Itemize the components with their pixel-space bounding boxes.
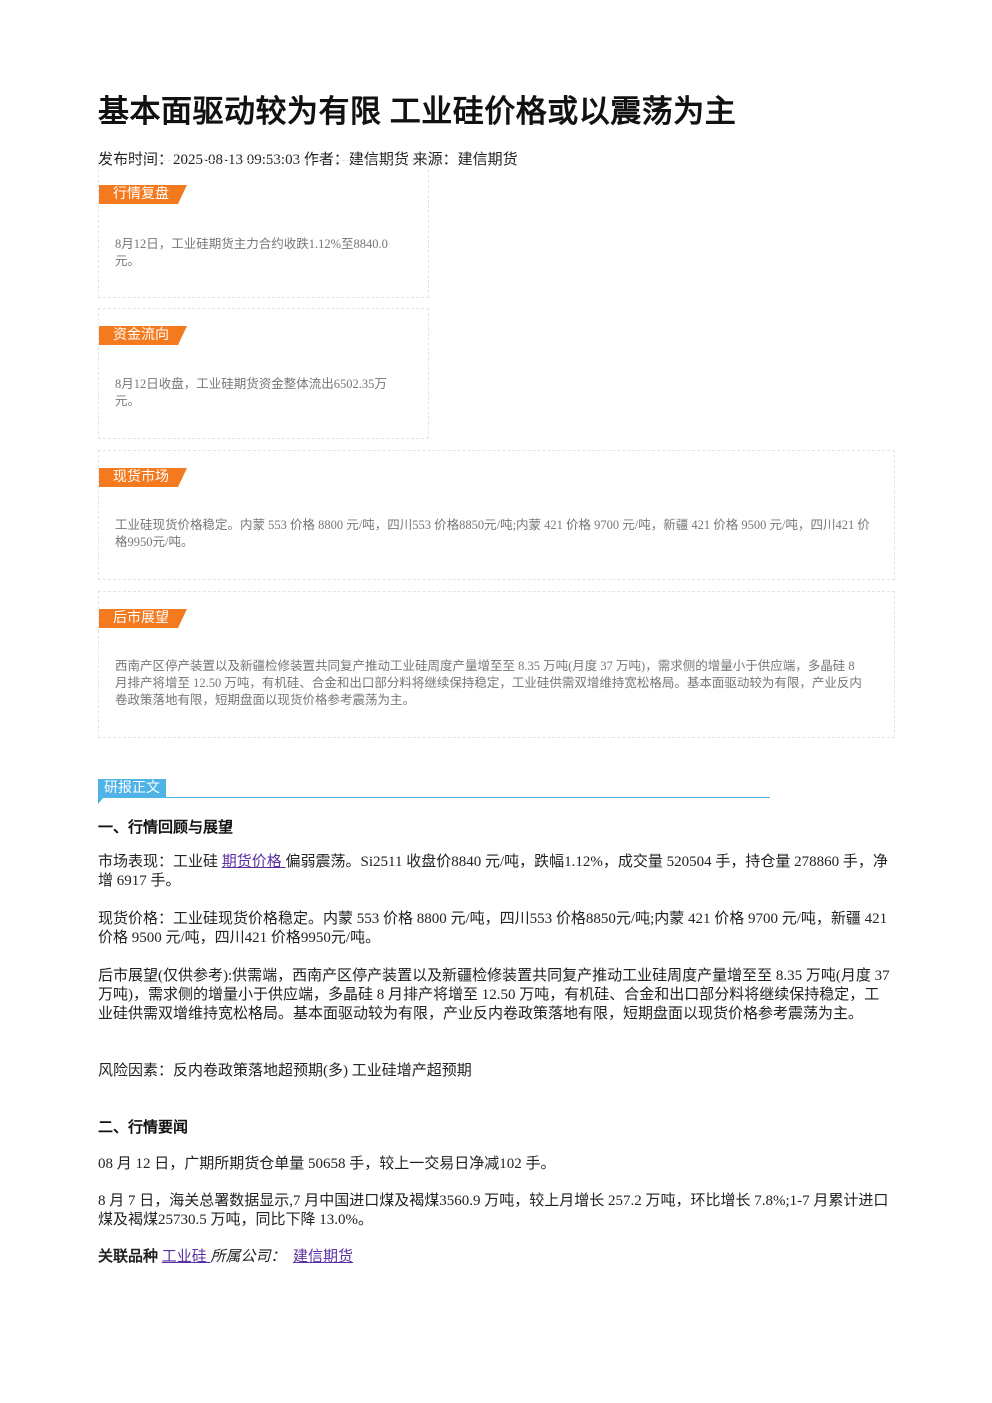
section-text: 工业硅现货价格稳定。内蒙 553 价格 8800 元/吨，四川553 价格885… (115, 518, 870, 549)
article-title: 基本面驱动较为有限 工业硅价格或以震荡为主 (98, 94, 737, 129)
paragraph-outlook: 后市展望(仅供参考):供需端，西南产区停产装置以及新疆检修装置共同复产推动工业硅… (98, 968, 890, 1022)
section-tag: 后市展望 (99, 609, 187, 628)
paragraph-spot: 现货价格：工业硅现货价格稳定。内蒙 553 价格 8800 元/吨，四川553 … (98, 911, 888, 946)
section-tag: 资金流向 (99, 326, 187, 345)
section-tag: 行情复盘 (99, 185, 187, 204)
spot-market-box: 现货市场 工业硅现货价格稳定。内蒙 553 价格 8800 元/吨，四川553 … (98, 450, 895, 580)
section-text: 西南产区停产装置以及新疆检修装置共同复产推动工业硅周度产量增至至 8.35 万吨… (115, 659, 862, 707)
section-text: 8月12日，工业硅期货主力合约收跌1.12%至8840.0元。 (115, 237, 388, 268)
report-tag: 研报正文 (98, 779, 166, 797)
related-row: 关联品种 工业硅 所属公司： 建信期货 (98, 1245, 353, 1266)
heading-news: 二、行情要闻 (98, 1120, 189, 1136)
paragraph-customs: 8 月 7 日，海关总署数据显示,7 月中国进口煤及褐煤3560.9 万吨，较上… (98, 1193, 889, 1228)
related-product-link[interactable]: 工业硅 (161, 1249, 211, 1265)
paragraph-risk: 风险因素：反内卷政策落地超预期(多) 工业硅增产超预期 (98, 1063, 472, 1079)
company-link[interactable]: 建信期货 (293, 1249, 354, 1265)
market-review-box: 行情复盘 8月12日，工业硅期货主力合约收跌1.12%至8840.0元。 (98, 160, 429, 298)
related-label: 关联品种 (98, 1249, 162, 1265)
futures-price-link[interactable]: 期货价格 (221, 854, 286, 870)
report-divider (98, 797, 770, 798)
section-text: 8月12日收盘，工业硅期货资金整体流出6502.35万元。 (115, 377, 387, 408)
paragraph-warehouse: 08 月 12 日，广期所期货仓单量 50658 手，较上一交易日净减102 手… (98, 1156, 556, 1172)
heading-review: 一、行情回顾与展望 (98, 820, 234, 836)
section-tag: 现货市场 (99, 468, 187, 487)
report-notch (98, 797, 104, 804)
outlook-box: 后市展望 西南产区停产装置以及新疆检修装置共同复产推动工业硅周度产量增至至 8.… (98, 591, 895, 738)
company-label: 所属公司： (210, 1249, 286, 1265)
paragraph-market: 市场表现：工业硅 期货价格 偏弱震荡。Si2511 收盘价8840 元/吨，跌幅… (98, 854, 888, 889)
fund-flow-box: 资金流向 8月12日收盘，工业硅期货资金整体流出6502.35万元。 (98, 308, 429, 439)
